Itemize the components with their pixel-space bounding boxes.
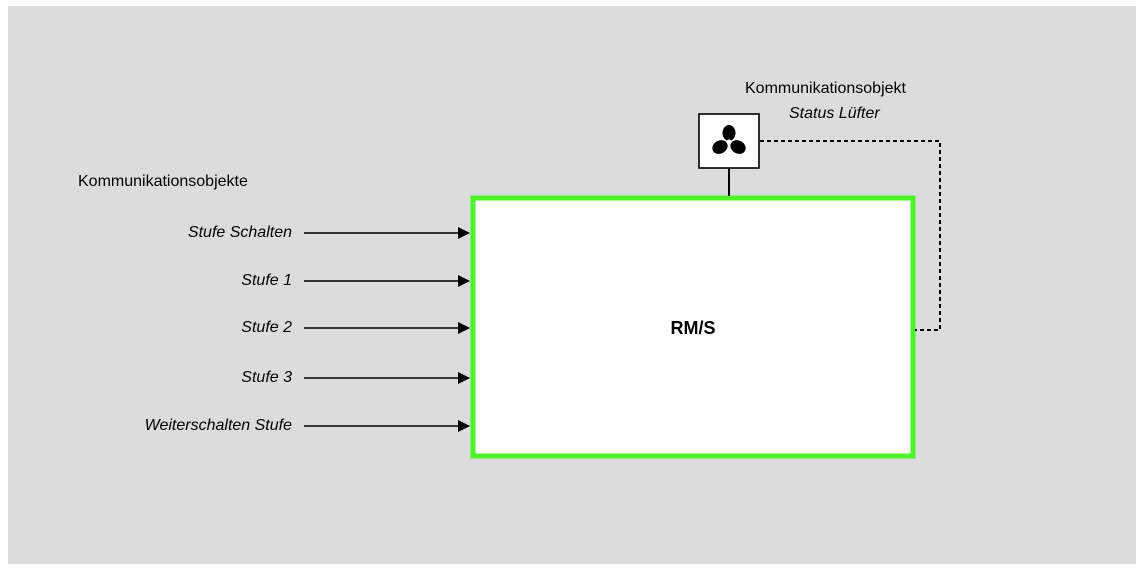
- block-label: RM/S: [670, 318, 716, 338]
- input-label-stufe-2: Stufe 2: [241, 319, 292, 336]
- input-label-stufe-3: Stufe 3: [241, 369, 292, 386]
- status-name: Status Lüfter: [789, 105, 880, 122]
- input-label-stufe-schalten: Stufe Schalten: [187, 224, 292, 241]
- fan-icon: [712, 125, 746, 154]
- status-heading: Kommunikationsobjekt: [745, 80, 906, 97]
- input-label-stufe-1: Stufe 1: [241, 272, 292, 289]
- input-label-weiterschalten-stufe: Weiterschalten Stufe: [144, 417, 292, 434]
- rms-block: [470, 195, 916, 459]
- inputs-heading: Kommunikationsobjekte: [78, 173, 248, 190]
- status-feedback-line: [760, 140, 941, 331]
